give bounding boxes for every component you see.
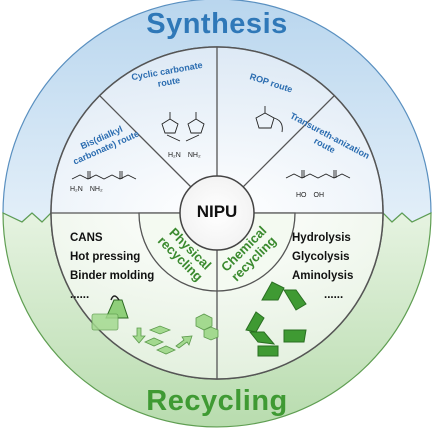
chemical-list: Hydrolysis Glycolysis Aminolysis ...... [292,229,353,305]
amine-label-cyclic: H₂N NH₂ [168,152,201,159]
bag-icon [105,295,129,319]
recycle-icon [245,281,307,357]
arrow-icons [132,327,193,349]
physical-list: CANS Hot pressing Binder molding ...... [70,229,154,305]
chemical-item-1: Hydrolysis [292,232,351,244]
transureth-structure [285,170,351,179]
center-circle [179,175,255,251]
cyclic-carbonate-structure [161,112,205,142]
recycled-material-icon [91,313,219,355]
physical-item-4: ...... [70,289,90,301]
amine-label-left: H₂N NH₂ [70,186,103,193]
chemical-item-2: Glycolysis [292,251,350,263]
physical-item-2: Hot pressing [70,251,141,263]
physical-item-3: Binder molding [70,270,155,282]
rop-structure [255,106,283,133]
bis-dialkyl-structure [71,171,137,180]
diol-label: HO OH [296,192,325,199]
chemical-item-4: ...... [324,289,344,301]
recycling-title: Recycling [146,385,288,417]
chemical-item-3: Aminolysis [292,270,354,282]
physical-item-1: CANS [70,232,103,244]
synthesis-title: Synthesis [146,8,288,40]
center-label: NIPU [196,202,238,221]
